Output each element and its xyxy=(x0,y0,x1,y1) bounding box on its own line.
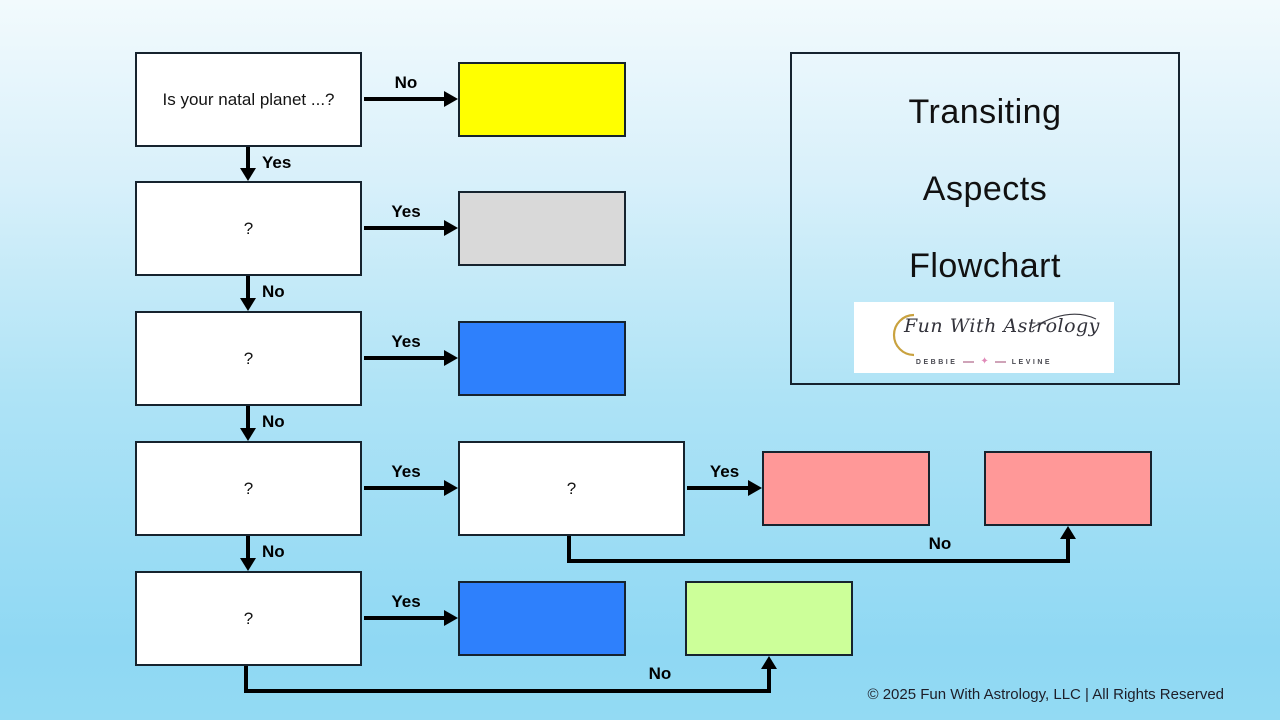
arrow-q1-no-head xyxy=(444,91,458,107)
copyright-text: © 2025 Fun With Astrology, LLC | All Rig… xyxy=(867,686,1225,703)
result-box-pink-2 xyxy=(984,451,1152,526)
result-box-yellow xyxy=(458,62,626,137)
label-q4-yes: Yes xyxy=(391,462,421,481)
connector-q4b-no-rise xyxy=(1066,538,1070,563)
title-line-2: Aspects xyxy=(922,170,1048,208)
question-box-4b: ? xyxy=(458,441,685,536)
arrow-q4-q5-head xyxy=(240,558,256,571)
question-box-1: Is your natal planet ...? xyxy=(135,52,362,147)
logo-name-first: DEBBIE xyxy=(915,358,958,366)
question-box-4b-text: ? xyxy=(566,478,577,498)
logo-byline: DEBBIE ✦ LEVINE xyxy=(854,357,1114,367)
arrow-q2-q3-head xyxy=(240,298,256,311)
logo-dash-right xyxy=(994,361,1006,363)
arrow-q5-yes-head xyxy=(444,610,458,626)
title-panel: Transiting Aspects Flowchart xyxy=(790,52,1180,385)
logo-brand-text: Fun With Astrology xyxy=(904,315,1100,337)
connector-q4b-no-drop xyxy=(567,536,571,563)
logo-name-last: LEVINE xyxy=(1011,358,1053,366)
label-q5-no: No xyxy=(648,664,672,683)
question-box-2: ? xyxy=(135,181,362,276)
label-q3-yes: Yes xyxy=(391,332,421,351)
question-box-4-text: ? xyxy=(243,478,254,498)
title-line-3: Flowchart xyxy=(909,247,1061,285)
label-q5-yes: Yes xyxy=(391,592,421,611)
connector-q5-no-drop xyxy=(244,666,248,693)
arrow-q4-q5-line xyxy=(246,536,250,560)
connector-q5-no-head xyxy=(761,656,777,669)
result-box-gray xyxy=(458,191,626,266)
question-box-3-text: ? xyxy=(243,348,254,368)
label-q2-q3-no: No xyxy=(262,282,285,301)
arrow-q4-yes-line xyxy=(364,486,446,490)
arrow-q2-yes-head xyxy=(444,220,458,236)
arrow-q2-q3-line xyxy=(246,276,250,300)
arrow-q2-yes-line xyxy=(364,226,446,230)
question-box-3: ? xyxy=(135,311,362,406)
arrow-q1-q2-head xyxy=(240,168,256,181)
arrow-q3-yes-line xyxy=(364,356,446,360)
sparkle-star-icon: ✦ xyxy=(980,356,989,367)
result-box-blue-2 xyxy=(458,581,626,656)
crescent-moon-icon xyxy=(892,313,915,357)
arrow-q4-yes-head xyxy=(444,480,458,496)
arrow-q3-yes-head xyxy=(444,350,458,366)
result-box-green xyxy=(685,581,853,656)
connector-q4b-no-run xyxy=(567,559,1070,563)
arrow-q1-q2-line xyxy=(246,147,250,170)
question-box-4: ? xyxy=(135,441,362,536)
question-box-5: ? xyxy=(135,571,362,666)
label-q4b-yes: Yes xyxy=(709,462,740,481)
arrow-q5-yes-line xyxy=(364,616,446,620)
arrow-q4b-yes-head xyxy=(748,480,762,496)
result-box-blue-1 xyxy=(458,321,626,396)
arrow-q3-q4-head xyxy=(240,428,256,441)
question-box-2-text: ? xyxy=(243,218,254,238)
arrow-q4b-yes-line xyxy=(687,486,748,490)
title-line-1: Transiting xyxy=(908,93,1062,131)
arrow-q3-q4-line xyxy=(246,406,250,430)
connector-q5-no-rise xyxy=(767,667,771,693)
brand-logo: Fun With Astrology DEBBIE ✦ LEVINE xyxy=(854,302,1114,373)
flourish-swash-icon xyxy=(1031,313,1097,329)
label-q4-q5-no: No xyxy=(262,542,285,561)
question-box-5-text: ? xyxy=(243,608,254,628)
label-q3-q4-no: No xyxy=(262,412,285,431)
logo-dash-left xyxy=(963,361,975,363)
label-q1-q2-yes: Yes xyxy=(262,153,292,172)
label-q2-yes: Yes xyxy=(391,202,421,221)
logo-decor-icon xyxy=(892,313,1097,357)
result-box-pink-1 xyxy=(762,451,930,526)
connector-q5-no-run xyxy=(244,689,771,693)
label-q1-no: No xyxy=(394,73,418,92)
label-q4b-no: No xyxy=(928,534,952,553)
arrow-q1-no-line xyxy=(364,97,446,101)
question-box-1-text: Is your natal planet ...? xyxy=(162,89,335,109)
connector-q4b-no-head xyxy=(1060,526,1076,539)
